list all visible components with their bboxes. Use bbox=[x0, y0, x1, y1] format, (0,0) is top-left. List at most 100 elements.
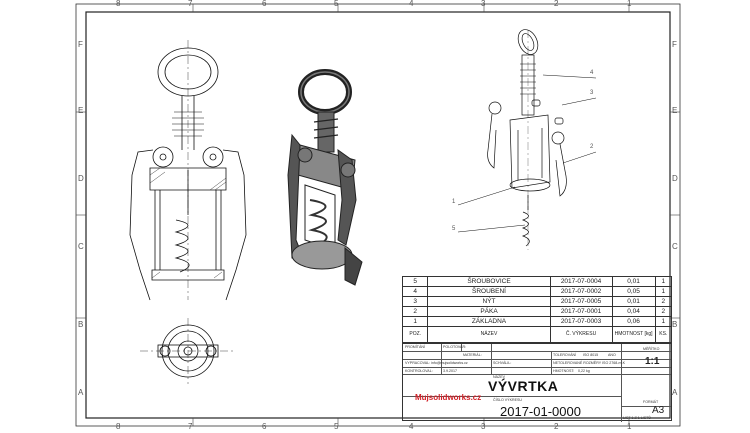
balloon-1: 1 bbox=[452, 199, 456, 205]
bom-cell-name: ŠROUBOVICE bbox=[427, 276, 551, 287]
bom-header-dwg: Č. VÝKRESU bbox=[549, 326, 613, 343]
zone-label-left-e: E bbox=[78, 106, 84, 115]
tb-material: MATERIÁL: bbox=[463, 353, 482, 357]
bom-cell-dwg: 2017-07-0004 bbox=[549, 276, 613, 287]
bom-cell-qty: 2 bbox=[654, 296, 673, 307]
zone-label-bottom-6: 6 bbox=[262, 422, 267, 431]
zone-label-left-b: B bbox=[78, 320, 84, 329]
tb-netolerovane: NETOLEROVANÉ ROZMĚRY ISO 2768-m-K bbox=[553, 361, 626, 365]
zone-label-bottom-2: 2 bbox=[554, 422, 559, 431]
bom-cell-pos: 4 bbox=[401, 286, 429, 297]
scale-value: 1:1 bbox=[645, 356, 660, 367]
zone-label-right-e: E bbox=[672, 106, 678, 115]
bom-cell-dwg: 2017-07-0002 bbox=[549, 286, 613, 297]
bom-cell-mass: 0,06 bbox=[611, 316, 656, 327]
zone-label-bottom-1: 1 bbox=[627, 422, 632, 431]
zone-label-right-d: D bbox=[672, 174, 678, 183]
bom-cell-mass: 0,04 bbox=[611, 306, 656, 317]
zone-label-top-2: 2 bbox=[554, 0, 559, 8]
zone-label-bottom-7: 7 bbox=[188, 422, 193, 431]
zone-label-right-a: A bbox=[672, 388, 678, 397]
isometric-view bbox=[287, 69, 363, 286]
zone-label-top-5: 5 bbox=[334, 0, 339, 8]
zone-label-top-8: 8 bbox=[116, 0, 121, 8]
tb-tolerovani-value: ISO 8015 bbox=[583, 353, 599, 357]
tb-hmotnost: HMOTNOST: bbox=[553, 369, 575, 373]
bom-header-pos: POZ. bbox=[401, 326, 429, 343]
bom-header-qty: KS. bbox=[654, 326, 673, 343]
bom-header: POZ. NÁZEV Č. VÝKRESU HMOTNOST [kg] KS. bbox=[401, 326, 673, 343]
tb-polotovar: POLOTOVAR: bbox=[443, 345, 467, 349]
bom-cell-pos: 5 bbox=[401, 276, 429, 287]
tb-datum: 3.9.2017 bbox=[443, 369, 457, 373]
bom-cell-pos: 1 bbox=[401, 316, 429, 327]
bom-cell-name: ZÁKLADNA bbox=[427, 316, 551, 327]
bom-cell-qty: 1 bbox=[654, 316, 673, 327]
drawing-number: 2017-01-0000 bbox=[500, 404, 581, 419]
balloon-5: 5 bbox=[452, 226, 456, 232]
zone-label-top-4: 4 bbox=[409, 0, 414, 8]
bom-cell-dwg: 2017-07-0001 bbox=[549, 306, 613, 317]
tb-list: LIST 1 Z 1 LISTŮ bbox=[623, 416, 651, 420]
zone-label-bottom-3: 3 bbox=[481, 422, 486, 431]
bom-header-mass: HMOTNOST [kg] bbox=[611, 326, 656, 343]
bom-cell-dwg: 2017-07-0005 bbox=[549, 296, 613, 307]
zone-label-left-d: D bbox=[78, 174, 84, 183]
zone-label-bottom-5: 5 bbox=[334, 422, 339, 431]
tb-nazev-label: NÁZEV bbox=[493, 375, 505, 379]
tb-vypracoval: VYPRACOVAL: info@mujsolidworks.cz bbox=[405, 361, 468, 365]
balloon-4: 4 bbox=[590, 70, 594, 76]
zone-label-top-7: 7 bbox=[188, 0, 193, 8]
tb-meritko-label: MĚŘÍTKO bbox=[643, 347, 660, 351]
bom-cell-pos: 2 bbox=[401, 306, 429, 317]
tb-ano: ANO bbox=[608, 353, 616, 357]
tb-tolerovani: TOLEROVÁNÍ bbox=[553, 353, 577, 357]
zone-ticks bbox=[76, 4, 680, 426]
logo: Mujsolidworks.cz bbox=[415, 393, 482, 402]
balloon-2: 2 bbox=[590, 144, 594, 150]
tb-vypracoval-value: info@mujsolidworks.cz bbox=[431, 361, 468, 365]
bom-cell-name: NÝT bbox=[427, 296, 551, 307]
bom-cell-qty: 2 bbox=[654, 306, 673, 317]
bom-cell-name: PÁKA bbox=[427, 306, 551, 317]
bom-header-name: NÁZEV bbox=[427, 326, 551, 343]
tb-cislo-label: ČÍSLO VÝKRESU bbox=[493, 398, 522, 402]
bom-cell-mass: 0,01 bbox=[611, 296, 656, 307]
zone-label-right-c: C bbox=[672, 242, 678, 251]
drawing-title: VÝVRTKA bbox=[488, 378, 559, 394]
top-view bbox=[140, 318, 236, 384]
tb-promitani: PROMÍTÁNÍ bbox=[405, 345, 425, 349]
zone-label-left-c: C bbox=[78, 242, 84, 251]
title-block: PROMÍTÁNÍ POLOTOVAR: MATERIÁL: VYPRACOVA… bbox=[402, 343, 672, 422]
exploded-view bbox=[457, 29, 597, 250]
bom-cell-qty: 1 bbox=[654, 276, 673, 287]
zone-label-top-6: 6 bbox=[262, 0, 267, 8]
bom-cell-name: ŠROUBENÍ bbox=[427, 286, 551, 297]
front-section-view bbox=[129, 40, 247, 301]
format-value: A3 bbox=[652, 405, 665, 416]
zone-label-left-f: F bbox=[78, 40, 83, 49]
bom-cell-qty: 1 bbox=[654, 286, 673, 297]
zone-label-top-3: 3 bbox=[481, 0, 486, 8]
zone-label-left-a: A bbox=[78, 388, 84, 397]
tb-hmotnost-value: 0,22 kg bbox=[578, 369, 590, 373]
balloon-3: 3 bbox=[590, 90, 594, 96]
tb-format-label: FORMÁT bbox=[643, 400, 659, 404]
bom-cell-mass: 0,01 bbox=[611, 276, 656, 287]
bom-cell-dwg: 2017-07-0003 bbox=[549, 316, 613, 327]
zone-label-right-f: F bbox=[672, 40, 677, 49]
zone-label-bottom-8: 8 bbox=[116, 422, 121, 431]
bom-cell-mass: 0,05 bbox=[611, 286, 656, 297]
zone-label-bottom-4: 4 bbox=[409, 422, 414, 431]
zone-label-top-1: 1 bbox=[627, 0, 632, 8]
bom-cell-pos: 3 bbox=[401, 296, 429, 307]
tb-schvalil: SCHVÁLIL: bbox=[493, 361, 512, 365]
